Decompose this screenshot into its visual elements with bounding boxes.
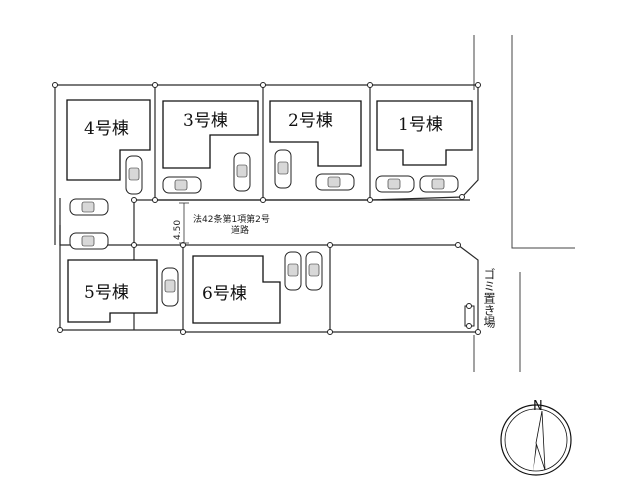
car-icon — [125, 155, 143, 195]
building-label-4: 4号棟 — [84, 119, 129, 139]
building-5: 5号棟 — [67, 259, 158, 323]
boundary-points — [52, 82, 481, 335]
building-label-3: 3号棟 — [183, 111, 228, 131]
building-label-5: 5号棟 — [84, 283, 129, 303]
car-icon — [233, 152, 251, 192]
building-2: 2号棟 — [269, 100, 362, 167]
car-icon — [315, 173, 355, 191]
road-dimension: 4.50 — [173, 202, 189, 244]
building-4: 4号棟 — [66, 99, 151, 181]
car-icon — [284, 251, 302, 291]
car-icon — [375, 175, 415, 193]
building-1: 1号棟 — [376, 100, 473, 166]
surrounding-road-lines — [473, 35, 575, 372]
garbage-station: ゴミ置き場 — [464, 267, 496, 329]
car-icon — [161, 267, 179, 307]
north-arrow: N — [500, 399, 572, 476]
building-label-6: 6号棟 — [202, 284, 247, 304]
road-note-line1: 法42条第1項第2号 — [193, 213, 270, 225]
car-icon — [305, 251, 323, 291]
building-label-2: 2号棟 — [288, 111, 333, 131]
road-width-label: 4.50 — [173, 220, 183, 240]
parked-cars — [69, 149, 459, 307]
car-icon — [69, 232, 109, 250]
building-3: 3号棟 — [162, 100, 259, 169]
north-label: N — [533, 399, 543, 414]
car-icon — [419, 175, 459, 193]
road-legal-note: 法42条第1項第2号 道路 — [193, 213, 270, 236]
car-icon — [162, 176, 202, 194]
car-icon — [274, 149, 292, 189]
garbage-label: ゴミ置き場 — [482, 267, 496, 329]
road-note-line2: 道路 — [231, 224, 249, 236]
building-label-1: 1号棟 — [398, 115, 443, 135]
car-icon — [69, 198, 109, 216]
building-6: 6号棟 — [192, 255, 281, 324]
